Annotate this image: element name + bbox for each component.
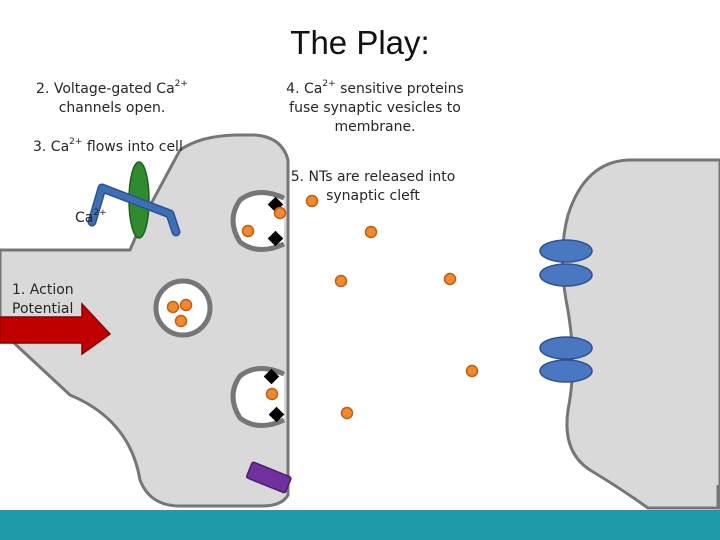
receptor-upper-top (539, 239, 593, 263)
step-2-text: 2. Voltage-gated Ca (36, 81, 175, 97)
step-5-label: 5. NTs are released into synaptic cleft (280, 168, 466, 206)
receptors (539, 239, 593, 383)
action-potential-arrow (0, 302, 112, 356)
step-5-line-2: synaptic cleft (326, 188, 420, 204)
calcium-flow-arrow (87, 183, 181, 237)
neurotransmitter (334, 274, 348, 288)
step-4-label: 4. Ca2+ sensitive proteins fuse synaptic… (268, 80, 482, 137)
calcium-ion-text: Ca (75, 210, 94, 226)
vesicle-neurotransmitters (166, 298, 193, 328)
neurotransmitter (174, 314, 188, 328)
step-3-superscript: 2+ (69, 137, 83, 148)
neurotransmitter (179, 298, 193, 312)
step-3-text-end: flows into cell (82, 139, 183, 155)
step-4-text: 4. Ca (286, 81, 323, 97)
receptor-lower-top (539, 336, 593, 360)
fusion-protein-2 (267, 230, 284, 247)
neurotransmitter (241, 224, 255, 238)
neurotransmitter (364, 225, 378, 239)
neurotransmitter (265, 387, 279, 401)
step-1-label: 1. Action Potential (12, 281, 102, 319)
calcium-ion-label: Ca2+ (75, 209, 125, 228)
neurotransmitter (443, 272, 457, 286)
step-2-line-2: channels open. (58, 100, 166, 116)
step-4-line-3: membrane. (334, 119, 416, 135)
receptor-lower-bottom (539, 359, 593, 383)
step-5-line-1: 5. NTs are released into (290, 169, 456, 185)
membrane-protein (246, 461, 292, 494)
step-3-label: 3. Ca2+ flows into cell (33, 138, 203, 157)
step-4-superscript: 2+ (322, 79, 336, 90)
step-2-superscript: 2+ (174, 79, 188, 90)
released-neurotransmitters (241, 194, 479, 420)
step-3-text: 3. Ca (33, 139, 70, 155)
slide-title: The Play: (290, 24, 430, 61)
calcium-ion-superscript: 2+ (93, 208, 107, 219)
step-4-text-end: sensitive proteins (335, 81, 464, 97)
neurotransmitter (273, 206, 287, 220)
step-4-line-2: fuse synaptic vesicles to (289, 100, 461, 116)
step-2-label: 2. Voltage-gated Ca2+ channels open. (22, 80, 202, 118)
neurotransmitter (166, 300, 180, 314)
footer-bar (0, 510, 720, 540)
neurotransmitter (305, 194, 319, 208)
postsynaptic-membrane (560, 158, 720, 510)
step-1-line-1: 1. Action (12, 282, 74, 298)
presynaptic-terminal (0, 133, 290, 508)
neurotransmitter (465, 364, 479, 378)
neurotransmitter (340, 406, 354, 420)
step-1-line-2: Potential (12, 301, 74, 317)
receptor-upper-bottom (539, 263, 593, 287)
